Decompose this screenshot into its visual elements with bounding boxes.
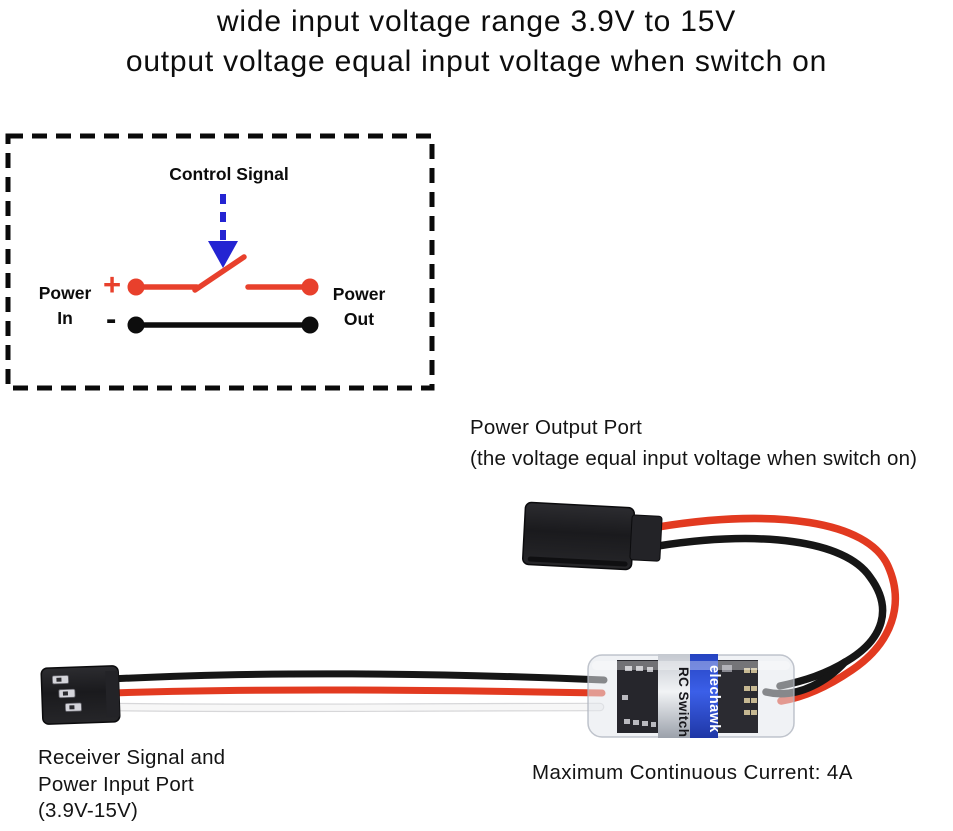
input-connector (40, 665, 121, 725)
input-port-line-1: Receiver Signal and (38, 746, 226, 769)
input-port-annotation: Receiver Signal and Power Input Port (3.… (38, 745, 225, 825)
solder-pads-right (722, 665, 757, 715)
module-model-label: RC Switch (676, 667, 691, 737)
power-in-line-2: In (57, 308, 73, 328)
output-connector (522, 501, 663, 571)
output-port-annotation: Power Output Port (the voltage equal inp… (470, 412, 917, 474)
minus-symbol: - (106, 301, 117, 336)
power-out-label: Power Out (322, 282, 396, 332)
max-current-annotation: Maximum Continuous Current: 4A (532, 761, 853, 784)
negative-wire-line (127, 316, 319, 334)
output-port-line-1: Power Output Port (470, 416, 643, 439)
module-brand-label: elechawk (706, 665, 722, 733)
page-title: wide input voltage range 3.9V to 15V out… (0, 2, 953, 82)
brand-band (690, 654, 718, 738)
product-photo: RC Switch elechawk (40, 501, 899, 738)
title-line-1: wide input voltage range 3.9V to 15V (216, 5, 737, 38)
control-signal-label: Control Signal (169, 164, 289, 184)
switch-symbol (127, 254, 319, 296)
input-port-line-3: (3.9V-15V) (38, 799, 138, 822)
connector-pin-slots (56, 677, 75, 710)
input-port-line-2: Power Input Port (38, 772, 194, 796)
circuit-diagram-border (5, 133, 435, 391)
power-in-line-1: Power (38, 283, 92, 303)
power-in-label: Power In (28, 281, 102, 331)
plus-symbol: + (103, 267, 122, 302)
power-out-line-1: Power (332, 284, 386, 304)
power-out-line-2: Out (343, 309, 375, 329)
model-band (658, 654, 690, 738)
switch-module: RC Switch elechawk (587, 654, 795, 738)
title-line-2: output voltage equal input voltage when … (125, 45, 828, 78)
shrink-highlight (592, 661, 790, 670)
control-signal-arrow-icon (208, 194, 238, 268)
output-port-line-2: (the voltage equal input voltage when sw… (470, 447, 918, 470)
solder-pads-left (622, 666, 656, 727)
input-wires (107, 670, 608, 713)
